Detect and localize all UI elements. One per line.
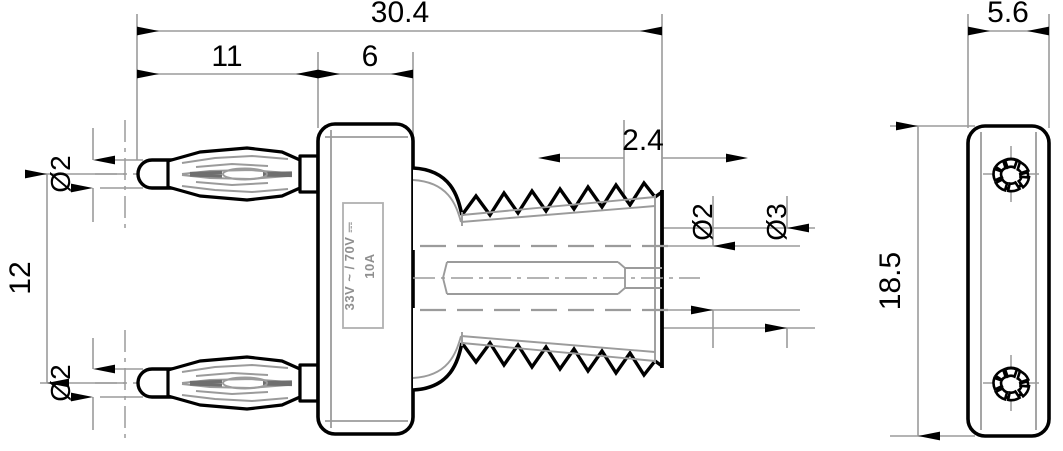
dimension-pin-spacing-text: 12 [4,261,37,294]
end-view-body [966,124,1051,438]
dimension-bore-large-text: Ø3 [761,203,792,240]
dimension-pin-diameter-bottom: Ø2 [45,338,115,430]
top-banana-pin [136,146,320,202]
serrated-shroud-upper [412,166,663,250]
dimension-body-width: 6 [318,40,413,79]
dimension-pin-diameter-bottom-text: Ø2 [45,364,76,401]
dimension-pin-diameter-top-text: Ø2 [45,155,76,192]
socket-bottom [983,355,1040,411]
product-label-line1: 33V ~ / 70V ⎓ [342,221,357,310]
dimension-end-view-height: 18.5 [874,121,940,441]
dimension-overall-length: 30.4 [137,0,662,36]
dimension-pin-diameter-top: Ø2 [45,128,115,222]
front-side-view: 30.4 11 6 2.4 12 Ø2 [4,0,815,440]
dimension-pin-length: 11 [137,40,318,79]
insulator-body [316,122,415,436]
dimension-pin-spacing: 12 [4,169,69,388]
dimension-bore-small: Ø2 [687,196,735,348]
dimension-bore-small-text: Ø2 [687,203,718,240]
dimension-cone-offset-text: 2.4 [622,124,664,157]
internal-bore-hidden-lines [413,244,700,312]
product-label-line2: 10A [362,253,377,278]
dimension-overall-length-text: 30.4 [371,0,429,29]
dimension-end-view-height-text: 18.5 [874,252,907,310]
product-label-frame [342,202,384,329]
dimension-body-width-text: 6 [362,40,379,73]
dimension-bore-large: Ø3 [761,196,809,348]
end-view: 5.6 18.5 [874,0,1051,441]
dimension-cone-offset: 2.4 [538,124,748,163]
dimension-end-view-width: 5.6 [968,0,1049,36]
socket-top [983,146,1040,202]
product-label: 33V ~ / 70V ⎓ 10A [342,202,384,329]
dimension-end-view-width-text: 5.6 [987,0,1029,29]
bottom-banana-pin [136,355,320,411]
dimension-pin-length-text: 11 [211,40,242,73]
shroud-front-face [654,190,664,368]
serrated-shroud-lower [412,308,663,392]
